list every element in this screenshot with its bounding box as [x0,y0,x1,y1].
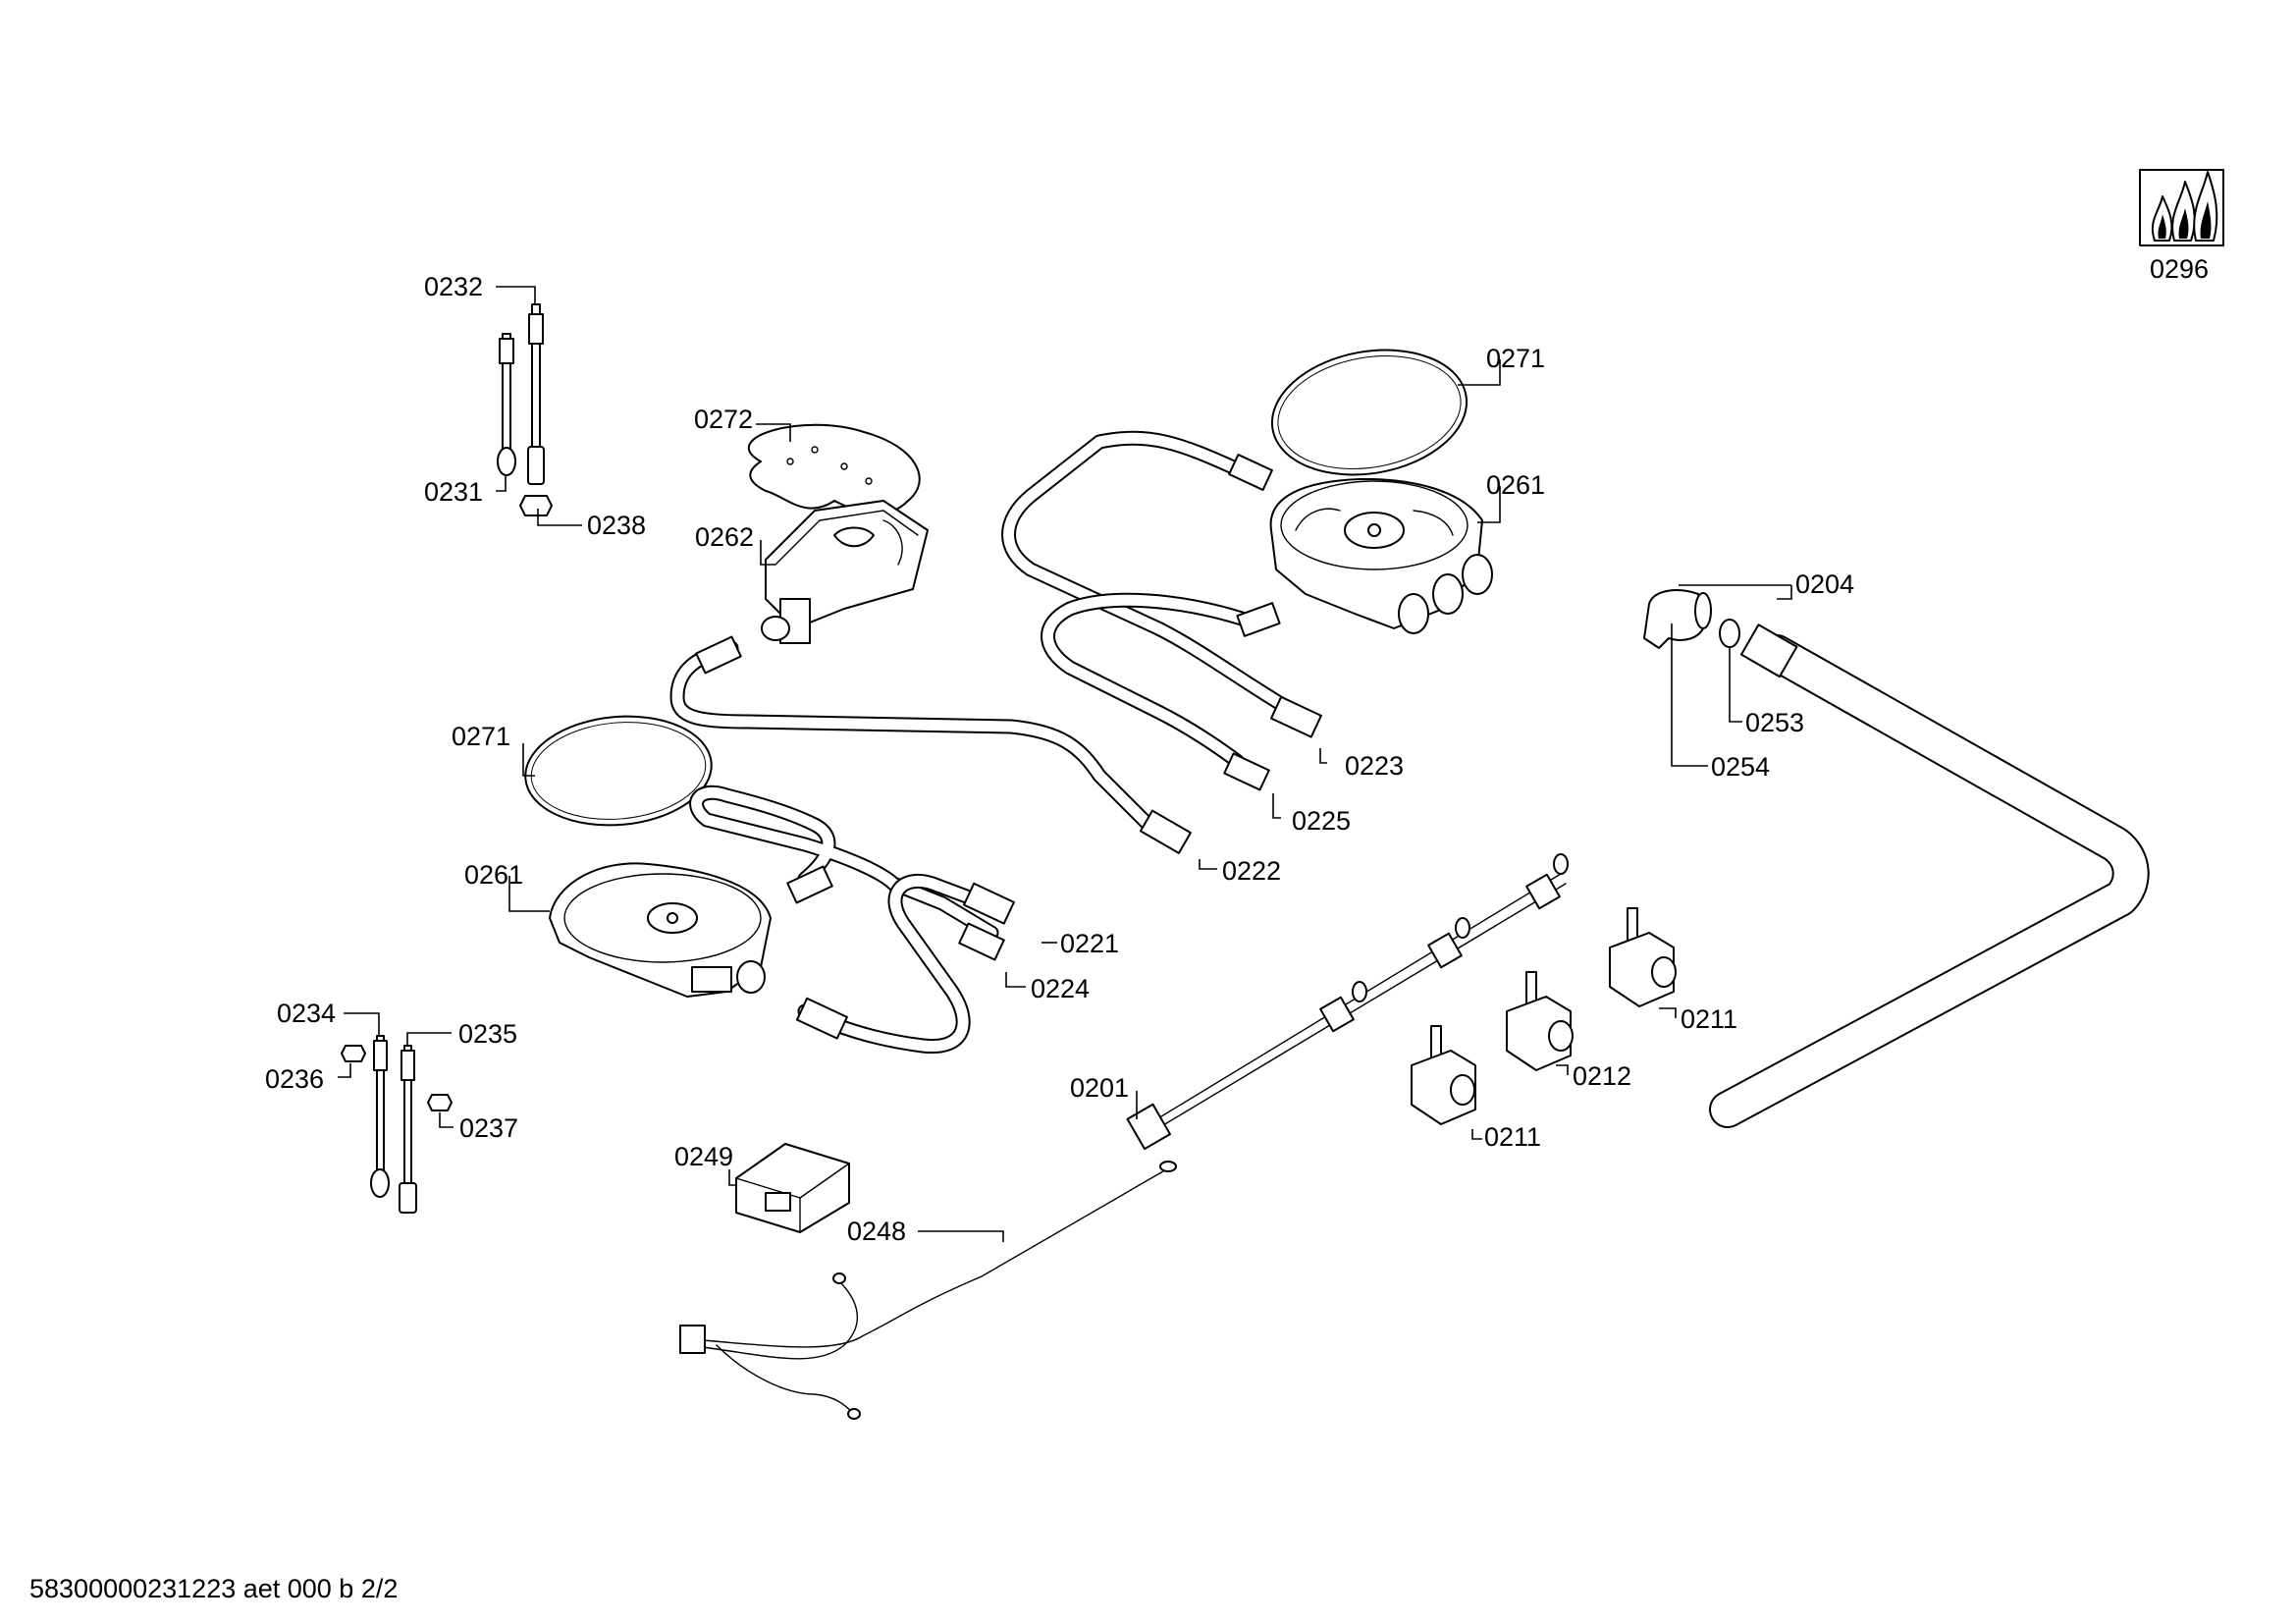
callout-0221: 0221 [1060,929,1119,958]
nut-0238 [519,495,553,516]
gas-pipe-0221 [689,785,999,941]
gas-pipe-0222 [669,640,1156,833]
callout-labels: 0232 0231 0238 0272 0262 0271 0261 0271 … [265,254,2209,1246]
gasket-ring-0271-lower [524,715,713,827]
callout-0204: 0204 [1795,569,1854,599]
elbow-0254 [1643,589,1712,649]
callout-0237: 0237 [459,1113,518,1143]
callout-0232: 0232 [424,272,483,301]
callout-0262: 0262 [695,522,754,552]
callout-0225: 0225 [1292,806,1351,836]
callout-0222: 0222 [1222,856,1281,886]
callout-0249: 0249 [674,1142,733,1171]
gas-hose-0204 [1709,623,2150,1128]
burner-housing-0261-lower [549,862,772,998]
callout-0224: 0224 [1031,974,1090,1003]
burner-housing-0261-upper [1269,477,1493,634]
callout-0238: 0238 [587,511,646,540]
ignition-wiring-0201 [1126,853,1569,1151]
gas-pipe-0223 [1001,430,1294,715]
callout-0236: 0236 [265,1064,324,1094]
ignition-electrode-0235 [399,1045,417,1214]
leader-lines [338,286,1792,1242]
callout-0271-lower: 0271 [452,722,510,751]
callout-0212: 0212 [1573,1061,1631,1091]
wiring-harness-0248 [679,1161,1177,1420]
callout-0234: 0234 [277,999,336,1028]
gasket-0272 [747,423,921,515]
callout-0223: 0223 [1345,751,1404,781]
callout-0296: 0296 [2150,254,2209,284]
document-code: 58300000231223 aet 000 b 2/2 [29,1574,399,1603]
ignition-module-0249 [735,1143,850,1233]
pipe-fittings [695,454,1322,1040]
ignition-electrode-0232 [527,303,545,485]
gas-valve-0212 [1506,971,1574,1071]
nut-0237 [427,1094,453,1111]
callout-0253: 0253 [1745,708,1804,737]
callout-0254: 0254 [1711,752,1770,782]
callout-0201: 0201 [1070,1073,1129,1103]
callout-0271-upper: 0271 [1486,344,1545,373]
gas-flame-icon [2139,169,2224,246]
gas-pipe-0224 [797,873,980,1055]
thermocouple-0234 [370,1035,390,1198]
burner-housing-0262 [761,500,929,644]
callout-0261-upper: 0261 [1486,470,1545,500]
callout-0231: 0231 [424,477,483,507]
seal-ring-0253 [1719,619,1740,648]
callout-0261-lower: 0261 [464,860,523,890]
gas-pipe-0225 [1041,592,1250,769]
thermocouple-0231 [497,333,516,476]
callout-0211-left: 0211 [1484,1122,1541,1152]
gasket-ring-0271-upper [1270,349,1468,476]
nut-0236 [341,1045,366,1062]
callout-0235: 0235 [458,1019,517,1049]
callout-0211-right: 0211 [1681,1004,1737,1034]
callout-0248: 0248 [847,1217,906,1246]
callout-0272: 0272 [694,405,753,434]
gas-valve-0211-right [1609,907,1677,1007]
gas-valve-0211-left [1411,1025,1476,1125]
